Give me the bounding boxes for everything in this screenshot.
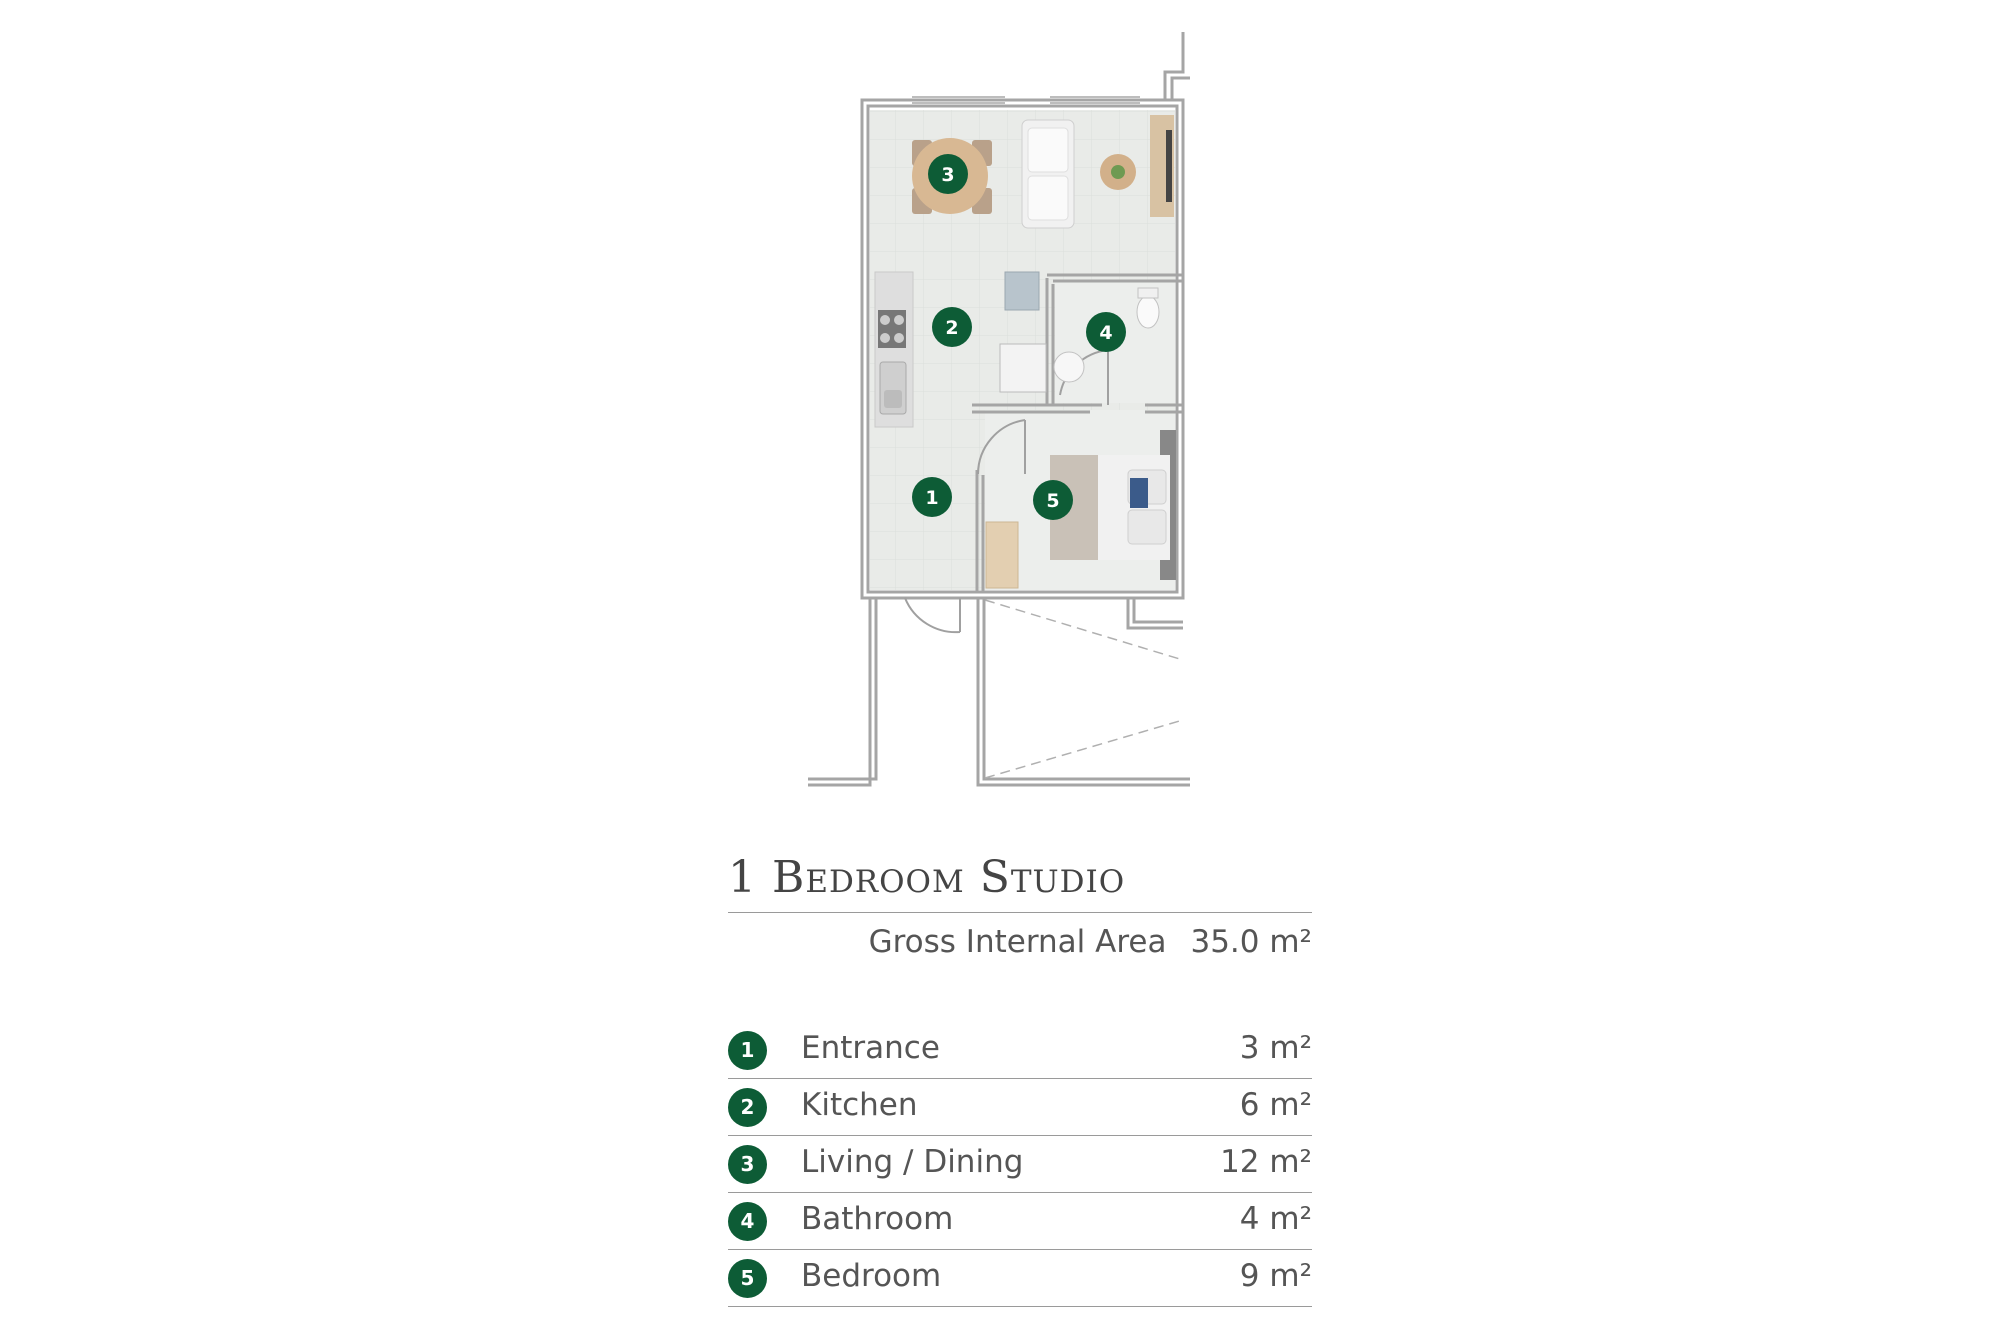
room-area: 3 m² xyxy=(1239,1030,1312,1066)
room-row-bathroom: 4 Bathroom 4 m² xyxy=(728,1193,1312,1250)
room-badge-4: 4 xyxy=(1086,312,1126,352)
room-badge-2-label: 2 xyxy=(945,317,958,339)
title-divider xyxy=(728,912,1312,913)
room-name: Living / Dining xyxy=(801,1144,1024,1180)
room-badge-4-label: 4 xyxy=(1099,322,1112,344)
gia-value: 35.0 m² xyxy=(1190,924,1312,960)
room-badge-5-label: 5 xyxy=(1046,490,1059,512)
door-swings xyxy=(904,349,1109,634)
porch-lines xyxy=(984,599,1184,779)
bathroom-fixtures xyxy=(1053,287,1160,383)
room-badge-1: 1 xyxy=(912,477,952,517)
room-row-bedroom: 5 Bedroom 9 m² xyxy=(728,1250,1312,1307)
room-number-badge: 3 xyxy=(728,1145,767,1184)
room-badge-2: 2 xyxy=(932,307,972,347)
room-area: 12 m² xyxy=(1220,1144,1312,1180)
room-number-badge: 4 xyxy=(728,1202,767,1241)
tv-unit xyxy=(1150,115,1174,217)
room-name: Bathroom xyxy=(801,1201,954,1237)
gross-internal-area: Gross Internal Area 35.0 m² xyxy=(728,924,1312,960)
washing-machine xyxy=(999,343,1047,393)
room-number-badge: 2 xyxy=(728,1088,767,1127)
side-table xyxy=(1100,154,1136,190)
room-name: Kitchen xyxy=(801,1087,918,1123)
room-badge-3-label: 3 xyxy=(941,164,954,186)
room-name: Entrance xyxy=(801,1030,940,1066)
unit-title: 1 Bedroom Studio xyxy=(728,852,1126,903)
room-row-kitchen: 2 Kitchen 6 m² xyxy=(728,1079,1312,1136)
room-name: Bedroom xyxy=(801,1258,942,1294)
kitchen-counter xyxy=(874,271,914,428)
room-number-badge: 5 xyxy=(728,1259,767,1298)
gia-label: Gross Internal Area xyxy=(868,924,1167,960)
room-number-badge: 1 xyxy=(728,1031,767,1070)
room-schedule: 1 Entrance 3 m² 2 Kitchen 6 m² 3 Living … xyxy=(728,1022,1312,1307)
appliance-box xyxy=(1004,271,1040,311)
room-badge-5: 5 xyxy=(1033,480,1073,520)
wardrobe xyxy=(985,521,1019,589)
windows xyxy=(912,96,1140,104)
sofa xyxy=(1021,119,1075,229)
room-area: 4 m² xyxy=(1239,1201,1312,1237)
room-badge-1-label: 1 xyxy=(925,487,938,509)
room-row-living-dining: 3 Living / Dining 12 m² xyxy=(728,1136,1312,1193)
room-area: 6 m² xyxy=(1239,1087,1312,1123)
room-badge-3: 3 xyxy=(928,154,968,194)
floor-plan: 1 2 3 4 5 xyxy=(808,32,1190,787)
walls xyxy=(808,32,1190,787)
room-area: 9 m² xyxy=(1239,1258,1312,1294)
room-row-entrance: 1 Entrance 3 m² xyxy=(728,1022,1312,1079)
